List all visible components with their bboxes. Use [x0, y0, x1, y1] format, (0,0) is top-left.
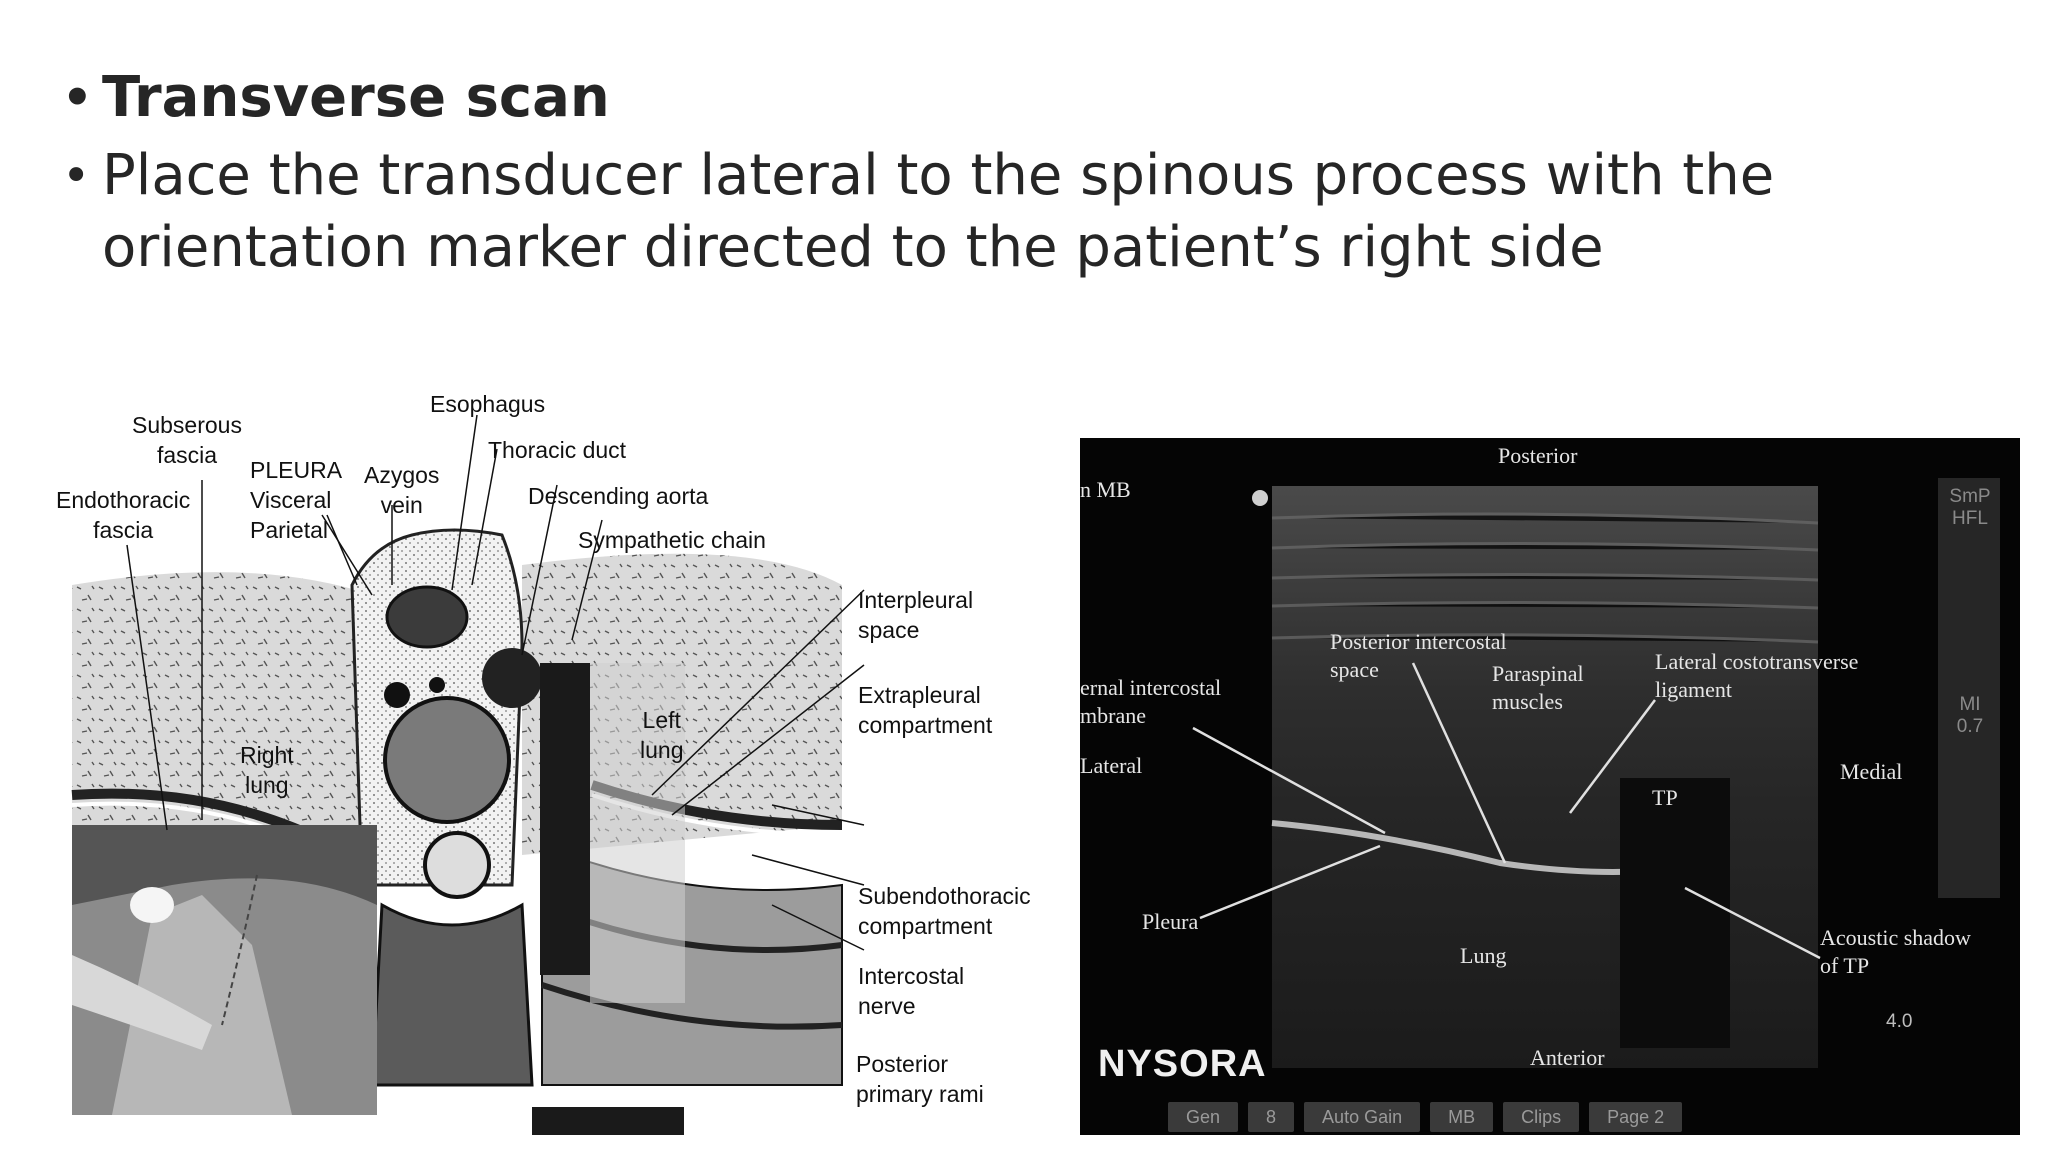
ultrasound-toolbar: Gen 8 Auto Gain MB Clips Page 2 [1168, 1102, 1683, 1132]
side-mi: MI 0.7 [1956, 694, 1984, 737]
label-posterior: Posterior [1498, 443, 1578, 468]
toolbar-page: Page 2 [1589, 1102, 1683, 1132]
bullet-title-text: Transverse scan [102, 65, 610, 130]
label-posterior-intercostal-space: Posterior intercostal space [1330, 629, 1507, 682]
label-azygos-vein: Azygos vein [364, 462, 440, 518]
ultrasound-side-panel [1938, 478, 2000, 898]
side-mode: SmP HFL [1949, 486, 1991, 529]
anatomy-figure: Subserous fascia Endothoracic fascia PLE… [52, 385, 1032, 1135]
label-mb: n MB [1080, 477, 1131, 502]
bullet-title: • Transverse scan [60, 62, 1960, 134]
label-thoracic-duct: Thoracic duct [488, 437, 627, 463]
label-sympathetic-chain: Sympathetic chain [578, 527, 766, 553]
bullet-dot: • [62, 70, 93, 126]
bullet-body: • Place the transducer lateral to the sp… [60, 140, 1960, 284]
label-pleura: PLEURA Visceral Parietal [250, 457, 343, 543]
label-interpleural-space: Interpleural space [858, 587, 974, 643]
label-lateral-costotransverse-ligament: Lateral costotransverse ligament [1655, 649, 1859, 702]
label-intercostal-nerve: Intercostal nerve [858, 963, 965, 1019]
toolbar-mb: MB [1430, 1102, 1494, 1132]
toolbar-clips: Clips [1503, 1102, 1580, 1132]
label-anterior: Anterior [1530, 1045, 1605, 1070]
bullet-list: • Transverse scan • Place the transducer… [60, 62, 1960, 284]
label-descending-aorta: Descending aorta [528, 483, 709, 509]
bullet-body-text: Place the transducer lateral to the spin… [102, 143, 1775, 280]
label-subserous-fascia: Subserous fascia [132, 412, 242, 468]
label-posterior-primary-rami: Posterior primary rami [856, 1051, 984, 1107]
label-lung: Lung [1460, 943, 1507, 968]
toolbar-auto-gain: Auto Gain [1304, 1102, 1421, 1132]
label-extrapleural-compartment: Extrapleural compartment [858, 682, 993, 738]
anatomy-drawing [71, 414, 865, 1135]
label-endothoracic-fascia: Endothoracic fascia [56, 487, 191, 543]
depth-value: 4.0 [1886, 1011, 1913, 1032]
toolbar-gain-value: 8 [1248, 1102, 1295, 1132]
label-left-lung: Left lung [640, 707, 684, 763]
label-medial: Medial [1840, 759, 1903, 784]
label-esophagus: Esophagus [430, 391, 546, 417]
label-lateral: Lateral [1080, 753, 1143, 778]
bullet-dot: • [62, 148, 91, 204]
label-internal-intercostal-membrane: ernal intercostal mbrane [1080, 675, 1222, 728]
label-acoustic-shadow: Acoustic shadow of TP [1820, 925, 1971, 978]
label-tp: TP [1652, 785, 1678, 810]
label-subendothoracic-compartment: Subendothoracic compartment [858, 883, 1031, 939]
ultrasound-scan [1192, 486, 1821, 1068]
nysora-logo: NYSORA [1098, 1043, 1267, 1085]
ultrasound-image: SmP HFL MI 0.7 Posterior n MB Posterior … [1080, 438, 2020, 1135]
toolbar-gen: Gen [1168, 1102, 1239, 1132]
label-right-lung: Right lung [240, 742, 294, 798]
label-paraspinal-muscles: Paraspinal muscles [1492, 661, 1584, 714]
label-pleura: Pleura [1142, 909, 1199, 934]
